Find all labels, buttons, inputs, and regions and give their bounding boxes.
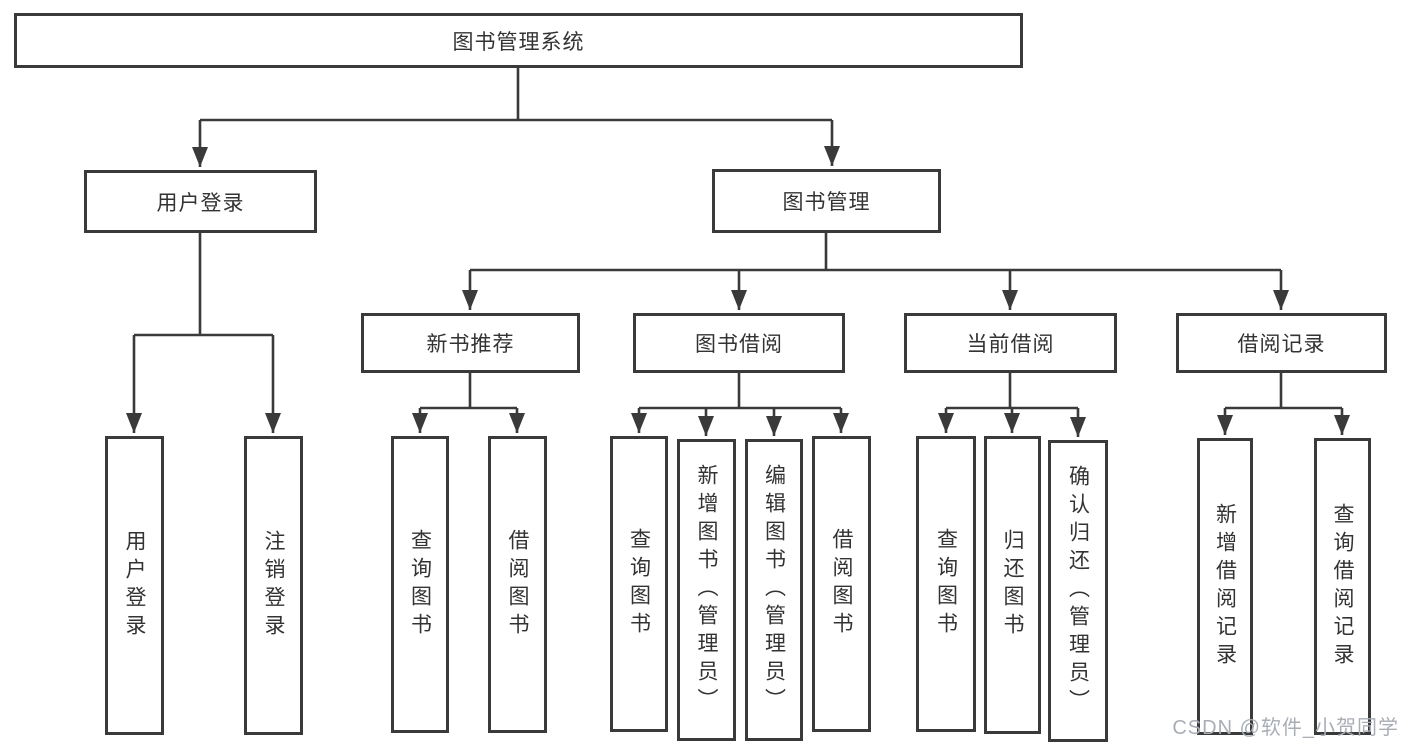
- node-leaf-logout-label: 注销登录: [262, 529, 285, 642]
- node-leaf-borrow-books-borrowing: 借阅图书: [812, 436, 871, 732]
- book-borrowing-branch-connector: [631, 373, 849, 436]
- node-leaf-add-borrow-record: 新增借阅记录: [1197, 438, 1253, 735]
- node-book-borrowing-label: 图书借阅: [695, 333, 783, 356]
- node-leaf-add-book-admin: 新增图书（管理员）: [677, 439, 736, 741]
- book-management-branch-connector: [462, 233, 1289, 310]
- root-branch-connector: [192, 68, 840, 167]
- node-leaf-query-books-recommend-label: 查询图书: [408, 528, 432, 641]
- node-leaf-confirm-return-admin: 确认归还（管理员）: [1048, 440, 1108, 742]
- node-leaf-query-borrow-record-label: 查询借阅记录: [1331, 502, 1354, 671]
- node-leaf-edit-book-admin-label: 编辑图书（管理员）: [762, 464, 786, 716]
- node-leaf-user-login: 用户登录: [105, 436, 164, 735]
- node-borrowing-records: 借阅记录: [1176, 313, 1387, 373]
- node-book-borrowing: 图书借阅: [633, 313, 845, 373]
- node-leaf-query-books-recommend: 查询图书: [391, 436, 449, 733]
- user-login-branch-connector: [126, 233, 281, 433]
- node-leaf-user-login-label: 用户登录: [123, 529, 146, 642]
- node-leaf-add-book-admin-label: 新增图书（管理员）: [695, 464, 718, 716]
- watermark: CSDN @软件_小贺同学: [1172, 717, 1399, 739]
- node-book-management-label: 图书管理: [782, 191, 871, 214]
- node-leaf-query-books-borrowing: 查询图书: [610, 436, 668, 732]
- node-leaf-borrow-books-recommend-label: 借阅图书: [506, 528, 529, 641]
- node-leaf-edit-book-admin: 编辑图书（管理员）: [745, 439, 803, 741]
- node-leaf-query-books-current-label: 查询图书: [934, 528, 958, 640]
- new-book-recommend-branch-connector: [412, 373, 525, 433]
- node-leaf-query-books-current: 查询图书: [916, 436, 976, 732]
- node-new-book-recommend: 新书推荐: [361, 313, 580, 373]
- node-user-login: 用户登录: [84, 170, 317, 233]
- node-root-label: 图书管理系统: [452, 30, 585, 54]
- node-leaf-add-borrow-record-label: 新增借阅记录: [1213, 502, 1237, 671]
- node-leaf-borrow-books-borrowing-label: 借阅图书: [830, 528, 853, 640]
- node-current-borrowing-label: 当前借阅: [966, 333, 1055, 356]
- node-leaf-query-books-borrowing-label: 查询图书: [627, 528, 651, 640]
- node-leaf-confirm-return-admin-label: 确认归还（管理员）: [1066, 465, 1090, 717]
- node-root: 图书管理系统: [14, 13, 1023, 68]
- node-current-borrowing: 当前借阅: [904, 313, 1117, 373]
- node-new-book-recommend-label: 新书推荐: [426, 333, 515, 356]
- node-user-login-label: 用户登录: [156, 191, 245, 215]
- node-leaf-logout: 注销登录: [244, 436, 303, 735]
- node-leaf-return-book-label: 归还图书: [1001, 529, 1024, 641]
- node-leaf-query-borrow-record: 查询借阅记录: [1314, 438, 1371, 735]
- node-leaf-borrow-books-recommend: 借阅图书: [488, 436, 547, 733]
- node-borrowing-records-label: 借阅记录: [1237, 333, 1326, 356]
- borrowing-records-branch-connector: [1217, 373, 1350, 435]
- current-borrowing-branch-connector: [938, 373, 1086, 437]
- node-leaf-return-book: 归还图书: [984, 436, 1041, 734]
- node-book-management: 图书管理: [712, 169, 941, 233]
